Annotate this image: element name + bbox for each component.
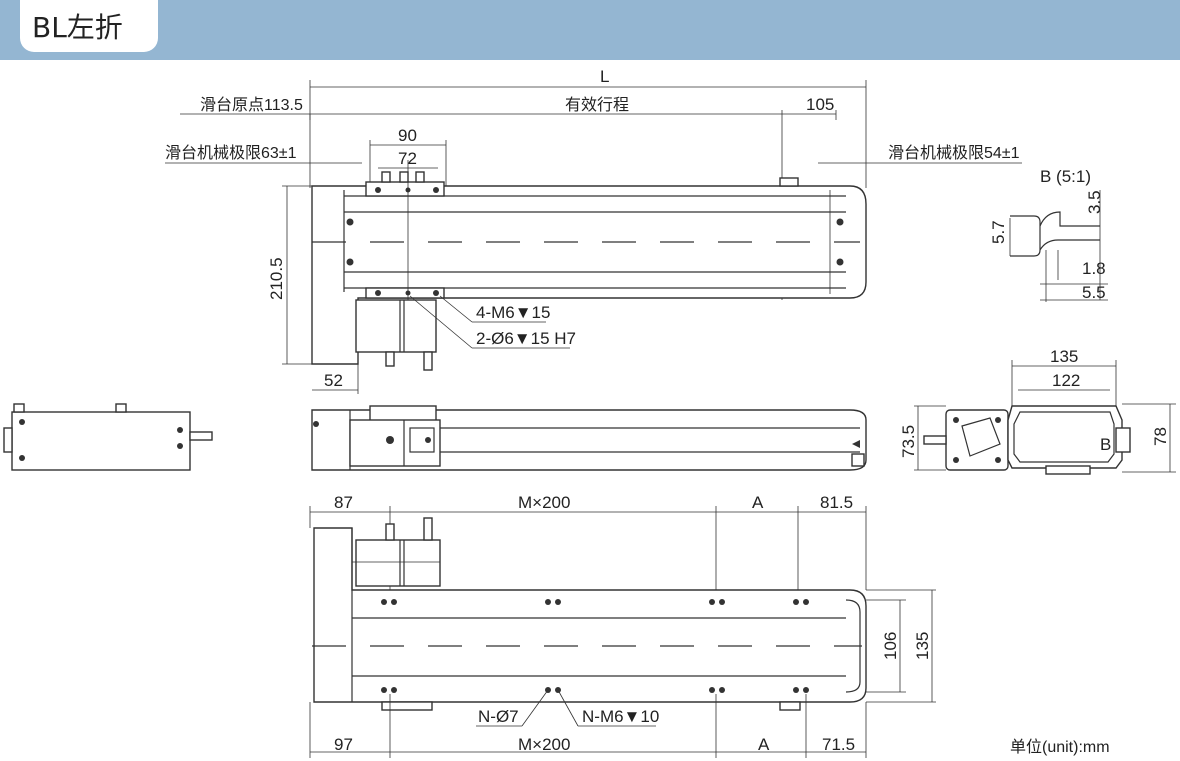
bottom-dim-bottom-left: 97 — [334, 735, 353, 754]
detail-dim-c: 1.8 — [1082, 259, 1106, 278]
detail-dim-d: 5.5 — [1082, 283, 1106, 302]
right-limit-label: 滑台机械极限54±1 — [888, 144, 1020, 162]
detail-dim-b: 5.7 — [989, 220, 1008, 244]
detail-b: B (5:1) 3.5 5.7 1.8 5.5 — [989, 167, 1108, 302]
side-view-middle — [311, 405, 867, 471]
note-threads: 4-M6▼15 — [476, 303, 550, 322]
bottom-dim-bottom-right: 71.5 — [822, 735, 855, 754]
bottom-dim-inner-height: 106 — [881, 632, 900, 660]
side-view-left — [3, 403, 213, 471]
bottom-view: 87 M×200 A 81.5 106 135 — [309, 493, 936, 758]
end-dim-height-right: 78 — [1151, 427, 1170, 446]
end-dim-outer: 135 — [1050, 347, 1078, 366]
detail-dim-a: 3.5 — [1085, 190, 1104, 214]
detail-b-title: B (5:1) — [1040, 167, 1091, 186]
bottom-dim-top-a: A — [752, 493, 764, 512]
end-dim-inner: 122 — [1052, 371, 1080, 390]
bottom-dim-top-middle: M×200 — [518, 493, 570, 512]
origin-label: 滑台原点113.5 — [200, 96, 303, 114]
units-label: 单位(unit):mm — [1010, 738, 1110, 756]
note-pins: 2-Ø6▼15 H7 — [476, 329, 576, 348]
end-dim-height-left: 73.5 — [899, 425, 918, 458]
dim-motor-offset: 52 — [324, 371, 343, 390]
end-mark-b: B — [1100, 435, 1111, 454]
stroke-label: 有效行程 — [565, 96, 629, 114]
left-limit-label: 滑台机械极限63±1 — [165, 144, 297, 162]
page-title: BL左折 — [20, 0, 158, 52]
end-view: 135 122 B 73.5 78 — [899, 347, 1176, 475]
note-bottom-threads: N-M6▼10 — [582, 707, 659, 726]
dim-carriage-outer: 90 — [398, 126, 417, 145]
top-view: L 滑台原点113.5 有效行程 105 滑台机械极限63±1 滑台机械极限54… — [165, 67, 1022, 394]
bottom-dim-top-right: 81.5 — [820, 493, 853, 512]
bottom-dim-top-left: 87 — [334, 493, 353, 512]
bottom-dim-bottom-middle: M×200 — [518, 735, 570, 754]
dim-height: 210.5 — [267, 257, 286, 300]
dim-right-offset: 105 — [806, 95, 834, 114]
bottom-dim-bottom-a: A — [758, 735, 770, 754]
dim-overall-length: L — [600, 67, 609, 86]
dim-carriage-inner: 72 — [398, 149, 417, 168]
header-bar: BL左折 — [0, 0, 1180, 60]
note-bottom-holes: N-Ø7 — [478, 707, 519, 726]
bottom-dim-outer-height: 135 — [913, 632, 932, 660]
